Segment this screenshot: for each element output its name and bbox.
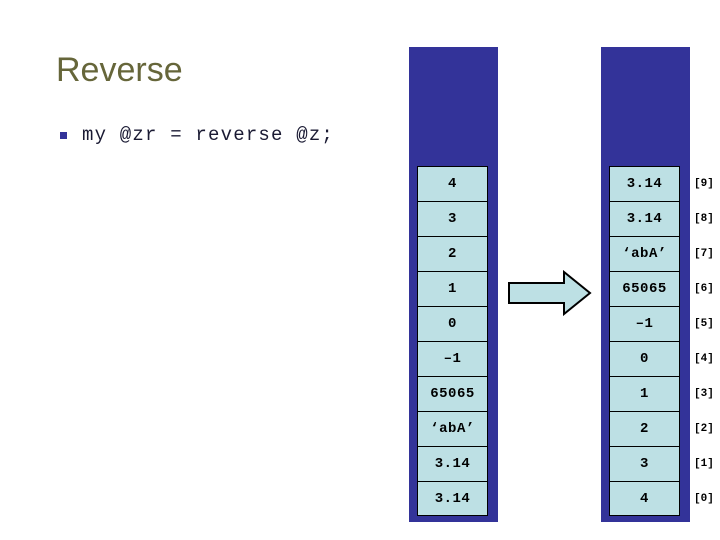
square-bullet-icon (60, 131, 67, 139)
source-array-cell: 0 (417, 306, 488, 341)
result-array-cell: 0 (609, 341, 680, 376)
bullet-list-item: my @zr = reverse @z; (60, 124, 334, 146)
result-array-cell: 3.14 (609, 201, 680, 236)
page-title: Reverse (56, 51, 183, 89)
right-block-arrow-icon (508, 270, 592, 316)
source-array-cell: 2 (417, 236, 488, 271)
array-index-label: [4] (694, 352, 714, 365)
source-array-cell: 4 (417, 166, 488, 201)
array-index-label: [2] (694, 422, 714, 435)
source-array-cell: 3 (417, 201, 488, 236)
source-array-cell: 3.14 (417, 446, 488, 481)
source-array-cell: –1 (417, 341, 488, 376)
array-index-label: [1] (694, 457, 714, 470)
result-array-cell: 3.14 (609, 166, 680, 201)
source-array-cell: 3.14 (417, 481, 488, 516)
array-index-label: [0] (694, 492, 714, 505)
result-array-cell: ‘abA’ (609, 236, 680, 271)
array-index-label: [3] (694, 387, 714, 400)
result-array-cell: 3 (609, 446, 680, 481)
result-array-cell: –1 (609, 306, 680, 341)
code-snippet: my @zr = reverse @z; (82, 124, 335, 146)
array-index-label: [8] (694, 212, 714, 225)
array-index-label: [9] (694, 177, 714, 190)
result-array-cell: 1 (609, 376, 680, 411)
array-index-label: [5] (694, 317, 714, 330)
array-index-label: [7] (694, 247, 714, 260)
result-array-cell: 4 (609, 481, 680, 516)
source-array-cell: 65065 (417, 376, 488, 411)
source-array-cell: 1 (417, 271, 488, 306)
result-array-cell: 65065 (609, 271, 680, 306)
array-index-labels: [9] [8] [7] [6] [5] [4] [3] [2] [1] [0] (694, 166, 720, 516)
source-array-cell: ‘abA’ (417, 411, 488, 446)
result-array-cell: 2 (609, 411, 680, 446)
array-index-label: [6] (694, 282, 714, 295)
